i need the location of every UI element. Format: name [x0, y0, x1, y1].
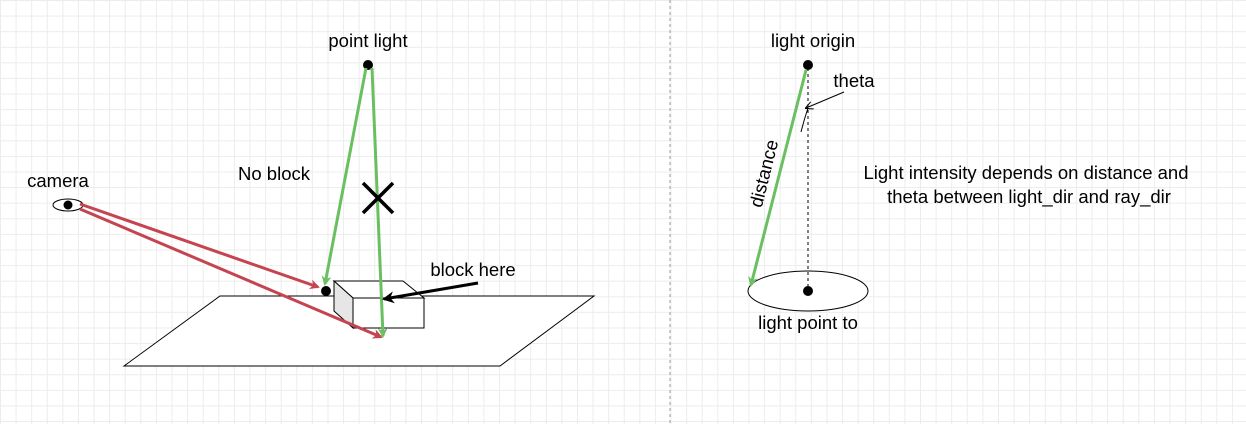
label-intensity-line2: theta between light_dir and ray_dir — [887, 186, 1171, 208]
theta-pointer-arrow — [806, 91, 845, 108]
light-ray-unblocked — [321, 67, 368, 286]
label-distance: distance — [745, 137, 782, 209]
label-no-block: No block — [238, 163, 311, 184]
distance-ray — [748, 69, 808, 287]
label-theta: theta — [833, 70, 875, 91]
light-ray-blocked — [370, 67, 388, 338]
blocked-x-icon — [361, 181, 395, 215]
label-light-origin: light origin — [771, 30, 855, 51]
blocking-box — [332, 279, 426, 330]
label-light-point-to: light point to — [758, 312, 858, 333]
label-block-here: block here — [430, 259, 515, 280]
label-camera: camera — [27, 170, 89, 191]
label-point-light: point light — [328, 30, 407, 51]
camera-ray-to-floor — [79, 207, 383, 339]
label-intensity-line1: Light intensity depends on distance and — [863, 162, 1188, 183]
point-light-dot — [363, 60, 373, 70]
theta-angle-arc — [800, 107, 809, 133]
block-here-arrow — [382, 281, 479, 304]
camera-ray-to-box — [79, 202, 320, 290]
camera-point — [63, 200, 73, 210]
light-origin-dot — [803, 60, 813, 70]
hit-point — [321, 286, 331, 296]
ground-plane — [122, 295, 596, 367]
light-target-dot — [803, 286, 813, 296]
